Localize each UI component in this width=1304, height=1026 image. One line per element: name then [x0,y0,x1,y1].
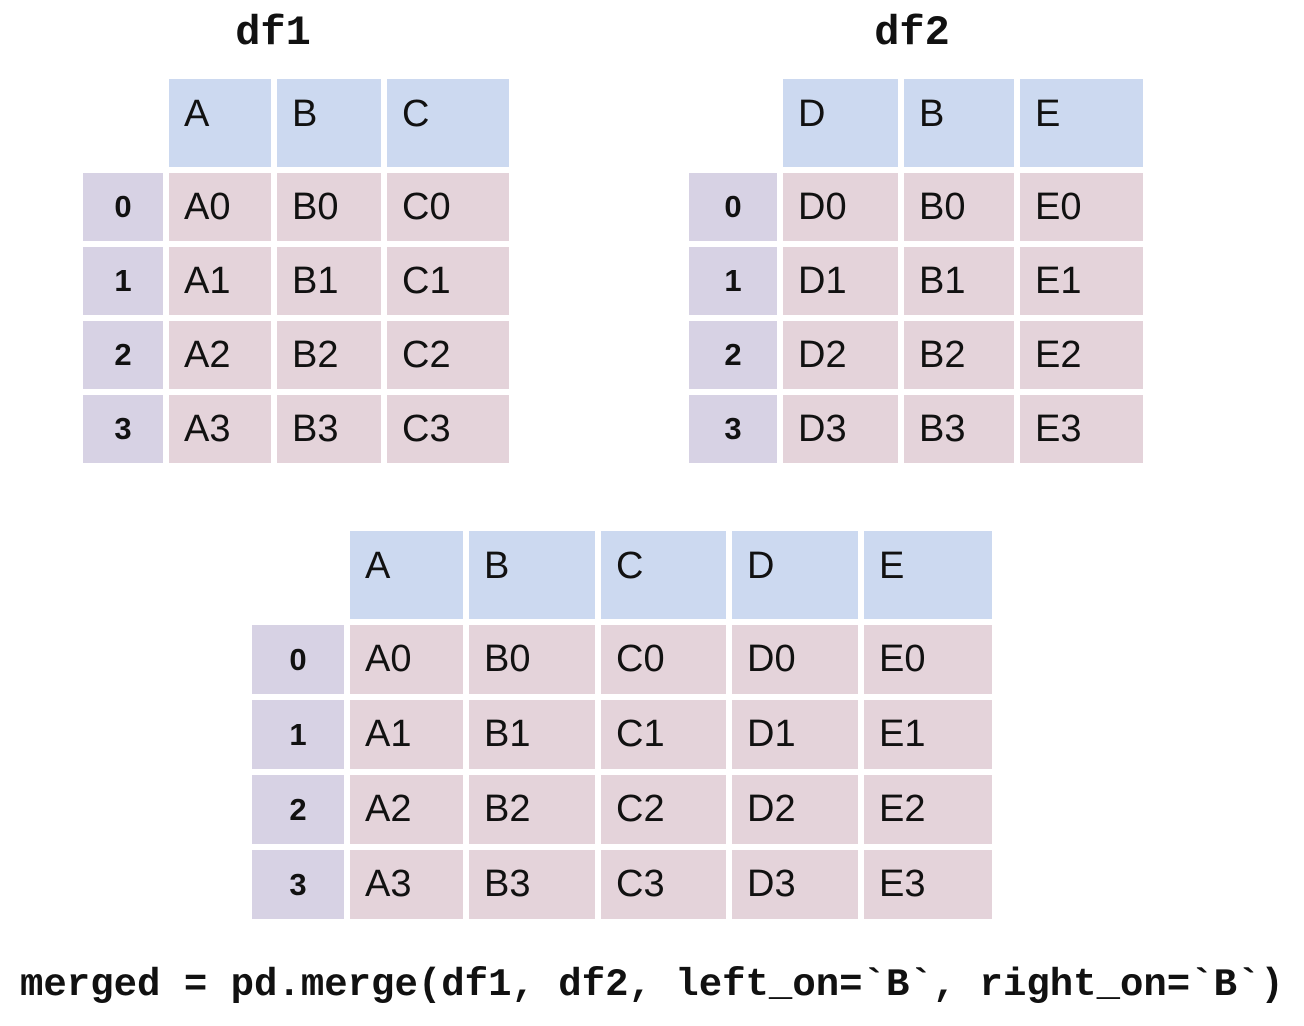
df2-cell-d2: D2 [783,321,898,389]
merged-cell-c2: C2 [601,775,726,844]
merged-col-header-d: D [732,531,858,619]
df1-col-header-a: A [169,79,271,167]
merged-col-header-c: C [601,531,726,619]
df1-row-index-2: 2 [83,321,163,389]
df2-row-index-3: 3 [689,395,777,463]
merged-cell-d2: D2 [732,775,858,844]
df2-col-header-e: E [1020,79,1143,167]
merged-cell-a1: A1 [350,700,463,769]
df2-title: df2 [874,9,950,57]
df2-cell-d1: D1 [783,247,898,315]
df1-cell-a0: A0 [169,173,271,241]
merged-cell-c0: C0 [601,625,726,694]
merge-code-line: merged = pd.merge(df1, df2, left_on=`B`,… [20,963,1284,1007]
df2-cell-b1: B1 [904,247,1014,315]
merged-col-header-a: A [350,531,463,619]
df1-cell-c1: C1 [387,247,509,315]
merged-cell-b1: B1 [469,700,595,769]
df1-cell-b3: B3 [277,395,381,463]
df2-cell-e2: E2 [1020,321,1143,389]
df1-cell-a2: A2 [169,321,271,389]
merged-col-header-b: B [469,531,595,619]
merged-cell-d3: D3 [732,850,858,919]
df1-cell-b1: B1 [277,247,381,315]
df1-corner-cell [83,79,163,167]
df2-col-header-d: D [783,79,898,167]
df2-row-index-0: 0 [689,173,777,241]
merged-cell-c1: C1 [601,700,726,769]
merged-cell-e3: E3 [864,850,992,919]
df2-cell-b0: B0 [904,173,1014,241]
merged-cell-c3: C3 [601,850,726,919]
merged-cell-a3: A3 [350,850,463,919]
merged-cell-b2: B2 [469,775,595,844]
df2-cell-b2: B2 [904,321,1014,389]
df1-cell-c2: C2 [387,321,509,389]
merged-cell-b0: B0 [469,625,595,694]
df2-cell-d0: D0 [783,173,898,241]
merged-cell-a0: A0 [350,625,463,694]
df1-cell-a3: A3 [169,395,271,463]
merged-row-index-2: 2 [252,775,344,844]
merged-row-index-0: 0 [252,625,344,694]
merged-col-header-e: E [864,531,992,619]
df2-cell-b3: B3 [904,395,1014,463]
df2-cell-e1: E1 [1020,247,1143,315]
df1-cell-b2: B2 [277,321,381,389]
merged-row-index-3: 3 [252,850,344,919]
df1-cell-b0: B0 [277,173,381,241]
df2-row-index-2: 2 [689,321,777,389]
merged-corner-cell [252,531,344,619]
df1-cell-c0: C0 [387,173,509,241]
df1-cell-c3: C3 [387,395,509,463]
df1-row-index-3: 3 [83,395,163,463]
df1-col-header-b: B [277,79,381,167]
df2-corner-cell [689,79,777,167]
merged-cell-e0: E0 [864,625,992,694]
df2-cell-e3: E3 [1020,395,1143,463]
merged-cell-d1: D1 [732,700,858,769]
df2-row-index-1: 1 [689,247,777,315]
df1-title: df1 [235,9,311,57]
df1-row-index-0: 0 [83,173,163,241]
merged-cell-a2: A2 [350,775,463,844]
merged-cell-b3: B3 [469,850,595,919]
df2-cell-d3: D3 [783,395,898,463]
merged-row-index-1: 1 [252,700,344,769]
merged-cell-e2: E2 [864,775,992,844]
df1-row-index-1: 1 [83,247,163,315]
df2-col-header-b: B [904,79,1014,167]
merged-cell-e1: E1 [864,700,992,769]
df2-cell-e0: E0 [1020,173,1143,241]
df1-cell-a1: A1 [169,247,271,315]
merged-cell-d0: D0 [732,625,858,694]
df1-col-header-c: C [387,79,509,167]
